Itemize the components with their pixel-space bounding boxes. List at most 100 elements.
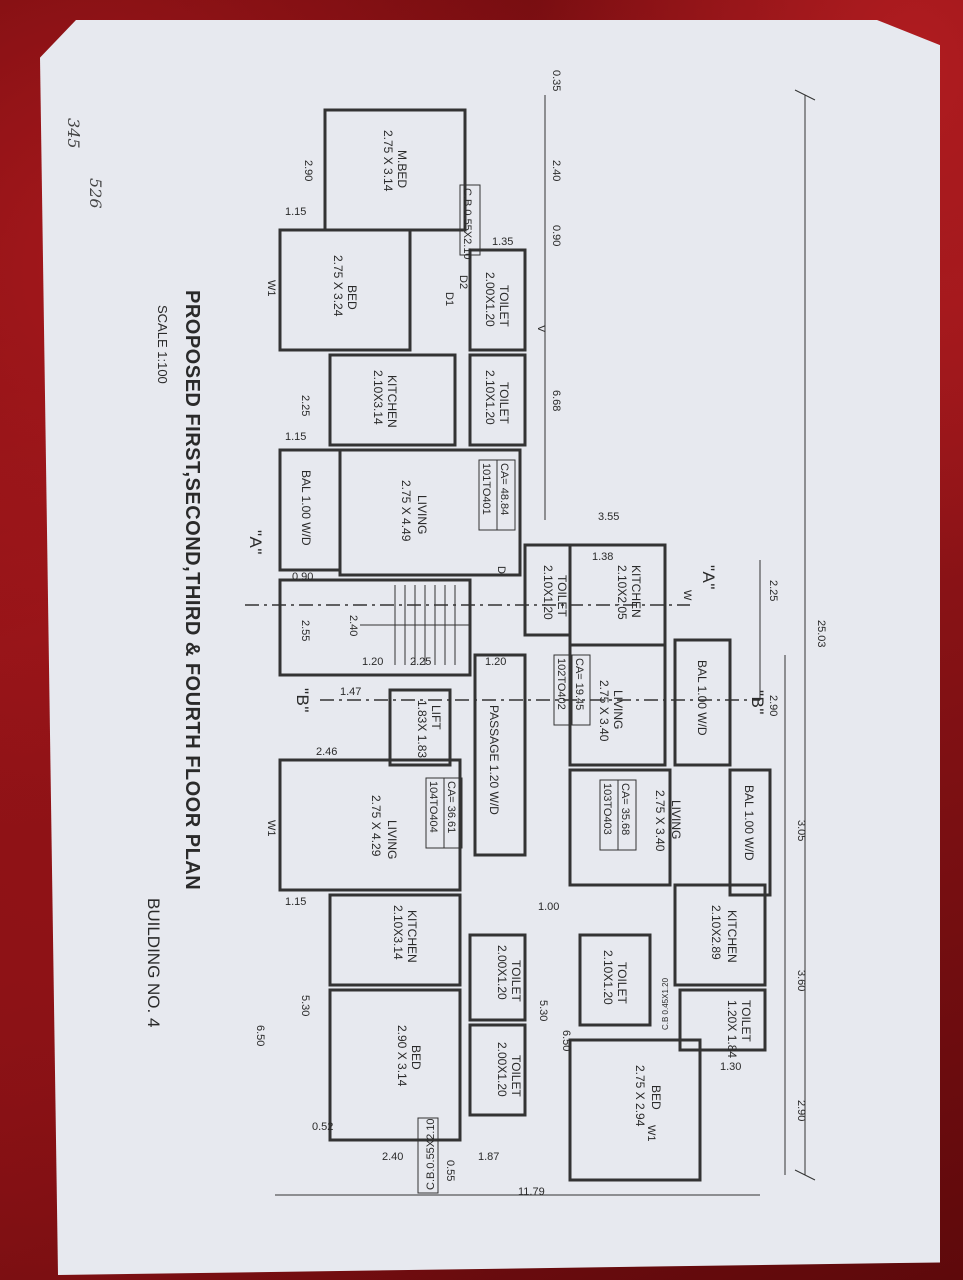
section-mark-b-top: "B" xyxy=(748,690,767,715)
drawing-sheet xyxy=(40,20,940,1275)
room-bed3-size: 2.90 X 3.14 xyxy=(395,1025,409,1087)
dim-total-length: 25.03 xyxy=(815,620,827,648)
dim-left-5: 3.55 xyxy=(598,511,619,523)
dim-misc-5: 1.15 xyxy=(285,431,306,443)
room-living1-name: LIVING xyxy=(415,495,429,534)
dim-misc-1: 1.35 xyxy=(492,236,513,248)
dim-misc-9: 1.20 xyxy=(362,656,383,668)
room-kitchen2-name: KITCHEN xyxy=(629,565,643,618)
dim-top-4: 3.60 xyxy=(795,970,807,991)
room-toilet1-size: 2.00X1.20 xyxy=(483,272,497,327)
dim-left-4: 6.68 xyxy=(550,390,562,411)
dim-misc-19: 5.30 xyxy=(299,995,311,1016)
dim-top-2: 2.90 xyxy=(767,695,779,716)
dim-misc-6: 0.90 xyxy=(292,571,313,583)
room-living2-name: LIVING xyxy=(611,690,625,729)
flat-403-ca: CA= 35.68 xyxy=(619,783,631,835)
dim-misc-14: 1.38 xyxy=(592,551,613,563)
tag-w: W xyxy=(681,590,693,601)
dim-misc-16: 5.30 xyxy=(537,1000,549,1021)
flat-404-ca: CA= 36.61 xyxy=(445,781,457,833)
room-bed3-name: BED xyxy=(409,1045,423,1070)
room-bed2-size: 2.75 X 2.94 xyxy=(633,1065,647,1127)
tag-d1: D1 xyxy=(443,292,455,306)
room-toilet2-size: 2.10X1.20 xyxy=(483,370,497,425)
room-lift-name: LIFT xyxy=(429,705,443,730)
dim-total-width: 11.79 xyxy=(518,1186,545,1198)
dim-top-1: 2.25 xyxy=(767,580,779,601)
dim-misc-2: 1.15 xyxy=(285,206,306,218)
flat-404-id: 104TO404 xyxy=(427,781,439,833)
room-toilet3-name: TOILET xyxy=(555,575,569,617)
room-bed2-name: BED xyxy=(649,1085,663,1110)
room-toilet5-size: 1.20X 1.84 xyxy=(725,1000,739,1058)
room-bal1: BAL 1.00 W/D xyxy=(299,470,313,546)
dim-misc-3: 2.90 xyxy=(302,160,314,181)
dim-misc-24: 0.55 xyxy=(444,1160,456,1181)
dim-misc-12: 1.47 xyxy=(340,686,361,698)
room-living2-size: 2.75 X 3.40 xyxy=(597,680,611,742)
room-toilet7-size: 2.00X1.20 xyxy=(495,1042,509,1097)
cb-right-label: C.B.0.55X2.10 xyxy=(425,1118,437,1190)
room-living4-name: LIVING xyxy=(385,820,399,859)
dim-misc-15: 1.00 xyxy=(538,901,559,913)
dim-misc-11: 1.20 xyxy=(485,656,506,668)
room-bed1-size: 2.75 X 3.24 xyxy=(331,255,345,317)
room-toilet6-name: TOILET xyxy=(509,960,523,1002)
room-bal2: BAL 1.00 W/D xyxy=(695,660,709,736)
dim-misc-21: 1.30 xyxy=(720,1061,741,1073)
room-passage: PASSAGE 1.20 W/D xyxy=(487,705,501,815)
dim-top-3: 3.05 xyxy=(795,820,807,841)
room-living3-size: 2.75 X 3.40 xyxy=(653,790,667,852)
dim-misc-13: 2.46 xyxy=(316,746,337,758)
room-toilet1-name: TOILET xyxy=(497,285,511,327)
tag-v: V xyxy=(535,325,547,333)
section-mark-a-bottom: "A" xyxy=(246,530,265,555)
section-mark-a-top: "A" xyxy=(699,565,718,590)
flat-402-ca: CA= 19.45 xyxy=(573,658,585,710)
room-kitchen2-size: 2.10X2.05 xyxy=(615,565,629,620)
room-kitchen4-name: KITCHEN xyxy=(405,910,419,963)
handwritten-note-2: 526 xyxy=(86,178,105,209)
room-toilet2-name: TOILET xyxy=(497,382,511,424)
room-toilet4-name: TOILET xyxy=(615,962,629,1004)
room-toilet6-size: 2.00X1.20 xyxy=(495,945,509,1000)
dim-misc-20: 6.50 xyxy=(254,1025,266,1046)
dim-misc-4: 2.25 xyxy=(299,395,311,416)
room-living4-size: 2.75 X 4.29 xyxy=(369,795,383,857)
dim-misc-18: 1.15 xyxy=(285,896,306,908)
flat-401-ca: CA= 48.84 xyxy=(498,463,510,515)
room-living3-name: LIVING xyxy=(669,800,683,839)
flat-403-id: 103TO403 xyxy=(601,783,613,835)
room-kitchen1-name: KITCHEN xyxy=(385,375,399,428)
room-toilet4-size: 2.10X1.20 xyxy=(601,950,615,1005)
tag-w1-c: W1 xyxy=(645,1125,657,1142)
dim-misc-17: 6.50 xyxy=(560,1030,572,1051)
dim-misc-22: 2.40 xyxy=(382,1151,403,1163)
handwritten-note-1: 345 xyxy=(64,118,83,149)
cb-small-label: C.B 0.45X1.20 xyxy=(661,977,670,1030)
dim-misc-25: 0.52 xyxy=(312,1121,333,1133)
section-mark-b-bottom: "B" xyxy=(293,688,312,713)
room-kitchen3-name: KITCHEN xyxy=(725,910,739,963)
room-toilet5-name: TOILET xyxy=(739,1000,753,1042)
room-mbed-size: 2.75 X 3.14 xyxy=(381,130,395,192)
room-toilet3-size: 2.10X1.20 xyxy=(541,565,555,620)
room-bal3: BAL 1.00 W/D xyxy=(742,785,756,861)
cb-left-label: C.B.0.55X2.10 xyxy=(461,188,473,260)
room-kitchen4-size: 2.10X3.14 xyxy=(391,905,405,960)
dim-misc-8: 2.40 xyxy=(347,615,359,636)
dim-left-2: 2.40 xyxy=(550,160,562,181)
room-lift-size: 1.83X 1.83 xyxy=(415,700,429,758)
room-mbed-name: M.BED xyxy=(395,150,409,188)
dim-misc-7: 2.55 xyxy=(299,620,311,641)
room-kitchen3-size: 2.10X2.89 xyxy=(709,905,723,960)
dim-misc-23: 1.87 xyxy=(478,1151,499,1163)
plan-title: PROPOSED FIRST,SECOND,THIRD & FOURTH FLO… xyxy=(181,290,203,890)
tag-d: D xyxy=(495,566,507,574)
tag-w1: W1 xyxy=(265,280,277,297)
plan-scale: SCALE 1:100 xyxy=(155,305,170,384)
dim-left-3: 0.90 xyxy=(550,225,562,246)
dim-top-5: 2.90 xyxy=(795,1100,807,1121)
